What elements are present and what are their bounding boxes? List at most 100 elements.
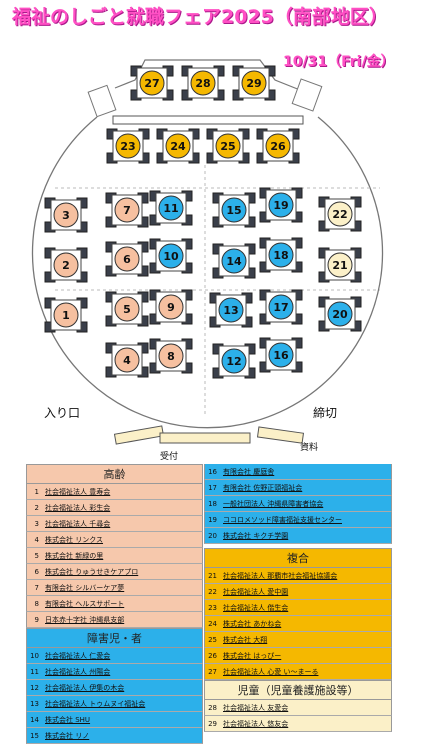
legend-row-name: 有限会社 慶庭舎	[223, 468, 275, 476]
booth-marker	[114, 197, 140, 223]
legend-row-name: 株式会社 大翔	[223, 636, 268, 644]
legend-row: 18 一般社団法人 沖縄県障害者協会	[204, 496, 392, 512]
legend-row-number: 12	[30, 684, 39, 692]
booth-7: 7	[105, 192, 149, 228]
booth-10: 10	[149, 238, 193, 274]
legend-row-number: 20	[208, 532, 217, 540]
legend-row: 3 社会福祉法人 千尋会	[26, 516, 203, 532]
legend-row-name: 社会福祉法人 州陽会	[45, 668, 111, 676]
booth-marker	[158, 243, 184, 269]
legend-row-name: 有限会社 シルバーケア夢	[45, 584, 125, 592]
legend-row-name: 日本赤十字社 沖縄県支部	[45, 616, 125, 624]
booth-number: 1	[62, 309, 70, 322]
legend-row: 12 社会福祉法人 伊集の木会	[26, 680, 203, 696]
wall-block-left	[87, 84, 117, 118]
legend-row-name: 株式会社 りゅうせきケアプロ	[45, 568, 139, 576]
legend-row-number: 14	[30, 716, 39, 724]
booth-marker	[241, 70, 267, 96]
legend-row-name: 社会福祉法人 伊集の木会	[45, 684, 125, 692]
reception-label: 受付	[160, 452, 179, 462]
booth-number: 13	[223, 304, 238, 317]
legend-row-number: 19	[208, 516, 217, 524]
booth-number: 12	[226, 355, 241, 368]
legend-row-number: 4	[34, 536, 39, 544]
legend-row-number: 11	[30, 668, 39, 676]
legend-right-column: 16 有限会社 慶庭舎 17 有限会社 佐野正頭福祉会 18 一般社団法人 沖縄県障害者協…	[204, 464, 392, 749]
booth-number: 14	[226, 255, 242, 268]
entrance-door	[113, 425, 165, 445]
legend-header-elderly: 高齢	[26, 464, 203, 484]
legend-row: 17 有限会社 佐野正頭福祉会	[204, 480, 392, 496]
booth-12: 12	[212, 343, 256, 379]
legend-row: 11 社会福祉法人 州陽会	[26, 664, 203, 680]
booth-marker	[53, 252, 79, 278]
booth-number: 7	[123, 204, 131, 217]
legend-row-number: 8	[34, 600, 39, 608]
legend-row-name: 社会福祉法人 千尋会	[45, 520, 111, 528]
booth-marker	[218, 297, 244, 323]
booth-27: 27	[130, 65, 174, 101]
booth-17: 17	[259, 289, 303, 325]
booth-13: 13	[209, 292, 253, 328]
legend-row: 19 ココロメソッド障害福祉支援センター	[204, 512, 392, 528]
legend-row-name: 有限会社 佐野正頭福祉会	[223, 484, 303, 492]
legend-row-name: 社会福祉法人 彩生会	[45, 504, 111, 512]
legend-row-number: 17	[208, 484, 217, 492]
booth-marker	[327, 201, 353, 227]
booth-number: 18	[273, 249, 288, 262]
booth-5: 5	[105, 291, 149, 327]
booth-6: 6	[105, 241, 149, 277]
booth-number: 20	[332, 308, 348, 321]
legend-row: 25 株式会社 大翔	[204, 632, 392, 648]
booth-14: 14	[212, 243, 256, 279]
hall-outline	[31, 116, 384, 429]
legend-row-name: 一般社団法人 沖縄県障害者協会	[223, 500, 324, 508]
booth-marker	[114, 296, 140, 322]
legend-row-name: ココロメソッド障害福祉支援センター	[223, 516, 342, 524]
legend-row-name: 株式会社 はっぴー	[223, 652, 282, 660]
booth-number: 21	[332, 259, 347, 272]
legend-row-number: 18	[208, 500, 217, 508]
booth-29: 29	[232, 65, 276, 101]
booth-18: 18	[259, 237, 303, 273]
booth-marker	[221, 248, 247, 274]
legend-row-number: 27	[208, 668, 217, 676]
legend-row-number: 16	[208, 468, 217, 476]
booth-number: 27	[144, 77, 159, 90]
entrance-label: 入り口	[44, 406, 81, 420]
booth-marker	[158, 294, 184, 320]
booth-marker	[114, 246, 140, 272]
booth-number: 4	[123, 354, 131, 367]
booth-26: 26	[256, 128, 300, 164]
legend-row-name: 社会福祉法人 豊寿会	[45, 488, 111, 496]
legend-row-number: 7	[34, 584, 39, 592]
legend-row-number: 9	[34, 616, 39, 624]
reception-desk	[159, 432, 251, 444]
booth-marker	[268, 294, 294, 320]
legend-row-number: 25	[208, 636, 217, 644]
table-strip-top	[112, 115, 304, 125]
hall-wall-left	[114, 59, 301, 91]
booth-marker	[115, 133, 141, 159]
legend-row-name: 社会福祉法人 悠友会	[223, 720, 289, 728]
booth-marker	[158, 343, 184, 369]
legend-row-number: 24	[208, 620, 217, 628]
booth-number: 24	[170, 140, 186, 153]
page-title: 福祉のしごと就職フェア2025（南部地区）	[12, 6, 388, 28]
booth-number: 15	[226, 204, 241, 217]
legend-row-number: 3	[34, 520, 39, 528]
booth-number: 9	[167, 301, 175, 314]
legend-row-number: 21	[208, 572, 217, 580]
booth-8: 8	[149, 338, 193, 374]
